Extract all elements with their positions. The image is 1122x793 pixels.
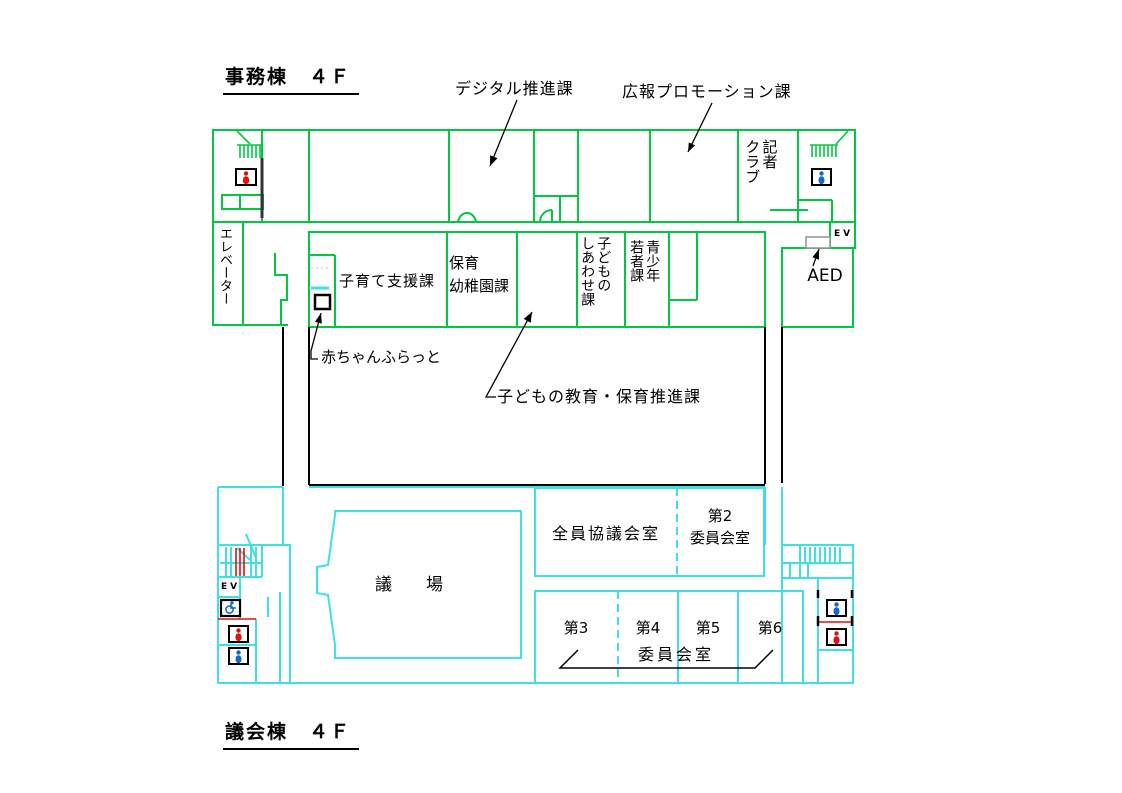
room-plenary: 全員協議会室 (552, 524, 661, 543)
room-elevator: エレベーター (216, 227, 232, 305)
council-wing-title: 議会棟 ４Ｆ (223, 719, 360, 750)
room-nursery: 保育 幼稚園課 (449, 254, 510, 295)
callout-leader-lines (310, 99, 820, 398)
office-wing-title: 事務棟 ４Ｆ (223, 64, 360, 95)
room-committee6: 第6 (757, 619, 783, 637)
male-toilet-icon-office (811, 168, 832, 186)
office-ev-label: EV (834, 229, 854, 239)
door-frame-ticks (816, 590, 854, 626)
room-chamber: 議 場 (375, 575, 443, 595)
female-toilet-icon-council (228, 625, 249, 643)
committee-group-label: 委員会室 (638, 645, 715, 664)
callout-baby-flat: 赤ちゃんふらっと (321, 348, 442, 366)
room-youth: 青少年 若者課 (628, 240, 661, 282)
female-toilet-icon-council-right (826, 628, 847, 646)
callout-arrowheads (315, 142, 819, 324)
callout-digital-promotion: デジタル推進課 (455, 79, 574, 98)
council-wing-walls (217, 486, 854, 684)
female-toilet-icon-office (235, 168, 257, 186)
room-press-club: 記者 クラブ (743, 139, 779, 184)
male-toilet-icon-council-right (826, 599, 847, 617)
stairs-icon-top-right (810, 130, 849, 157)
aed-cabinet-icon (805, 236, 831, 249)
room-child-support: 子育て支援課 (339, 272, 436, 290)
committee-group-bracket (558, 649, 774, 669)
room-committee5: 第5 (695, 619, 721, 637)
aed-label: AED (807, 266, 843, 286)
room-committee3: 第3 (563, 619, 589, 637)
callout-child-education: 子どもの教育・保育推進課 (497, 387, 702, 406)
red-wall-lines (218, 548, 853, 623)
accessible-toilet-icon (219, 598, 242, 618)
baby-flat-marker (313, 293, 332, 311)
double-door-icon (457, 211, 477, 223)
male-toilet-icon-council (228, 647, 249, 665)
office-wing-walls (212, 129, 856, 328)
stairs-icon-top-left (236, 130, 262, 158)
door-icon (539, 209, 553, 223)
callout-pr-promotion: 広報プロモーション課 (622, 82, 792, 101)
room-child-happiness: 子どもの しあわせ課 (579, 236, 612, 306)
room-committee2: 第2 委員会室 (689, 507, 750, 547)
corridor-walls (282, 327, 783, 486)
room-committee4: 第4 (635, 619, 661, 637)
council-ev-label: EV (221, 582, 241, 592)
